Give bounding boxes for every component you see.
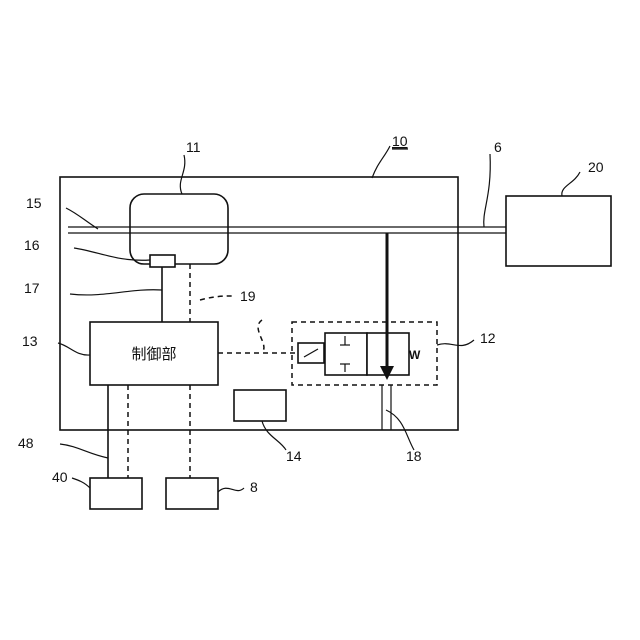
ref-40: 40 — [52, 469, 68, 485]
ref-48: 48 — [18, 435, 34, 451]
ref-15: 15 — [26, 195, 42, 211]
leader-8 — [218, 488, 244, 492]
leader-19-to-12 — [258, 320, 264, 352]
leader-11 — [180, 155, 185, 194]
ref-14: 14 — [286, 448, 302, 464]
leader-14 — [262, 421, 286, 450]
leader-19 — [200, 296, 232, 300]
ref-12: 12 — [480, 330, 496, 346]
ref-6: 6 — [494, 139, 502, 155]
control-unit-label: 制御部 — [131, 345, 176, 363]
device-40 — [90, 478, 142, 509]
leader-15 — [66, 208, 98, 229]
ref-11: 11 — [186, 139, 201, 155]
leader-10 — [372, 146, 390, 178]
device-8 — [166, 478, 218, 509]
leader-20 — [562, 172, 580, 196]
ref-13: 13 — [22, 333, 38, 349]
ref-10: 10 — [392, 133, 408, 149]
sensor-16 — [150, 255, 175, 267]
device-20 — [506, 196, 611, 266]
leader-17 — [70, 290, 162, 295]
valve-body-left — [325, 333, 367, 375]
ref-19: 19 — [240, 288, 256, 304]
leader-48 — [60, 444, 108, 458]
ref-8: 8 — [250, 479, 258, 495]
valve-spring-label: W — [409, 348, 421, 362]
leader-12 — [437, 340, 474, 346]
component-14 — [234, 390, 286, 421]
block-11 — [130, 194, 228, 264]
ref-16: 16 — [24, 237, 40, 253]
leader-40 — [72, 478, 90, 488]
leader-13 — [58, 343, 90, 355]
leader-6 — [484, 154, 491, 227]
ref-20: 20 — [588, 159, 604, 175]
ref-17: 17 — [24, 280, 40, 296]
ref-18: 18 — [406, 448, 422, 464]
